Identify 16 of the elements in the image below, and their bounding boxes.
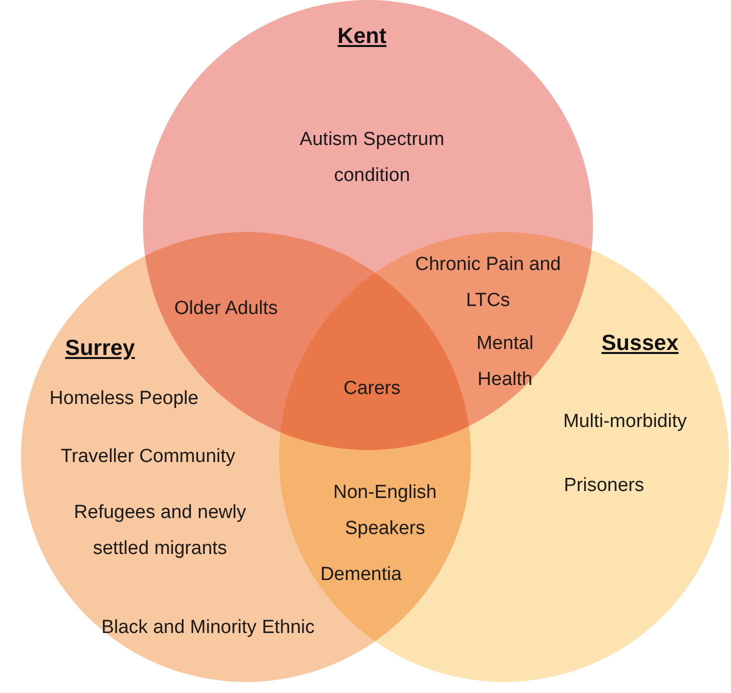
group-label: Traveller Community <box>60 445 236 469</box>
group-label: Dementia <box>319 563 403 587</box>
group-label: Autism Spectrum condition <box>298 128 446 188</box>
circle-heading: Sussex <box>601 330 679 356</box>
group-label: Prisoners <box>562 474 646 498</box>
circle-heading: Kent <box>338 23 386 49</box>
group-label: Mental Health <box>475 332 535 392</box>
circle-heading: Surrey <box>65 335 135 361</box>
group-label: Black and Minority Ethnic <box>100 616 316 640</box>
group-label: Multi-morbidity <box>562 410 688 434</box>
group-label: Refugees and newly settled migrants <box>72 501 248 561</box>
group-label: Carers <box>342 377 402 401</box>
group-label: Chronic Pain and LTCs <box>414 253 562 313</box>
group-label: Non-English Speakers <box>332 481 438 541</box>
group-label: Homeless People <box>48 387 200 411</box>
group-label: Older Adults <box>173 297 279 321</box>
